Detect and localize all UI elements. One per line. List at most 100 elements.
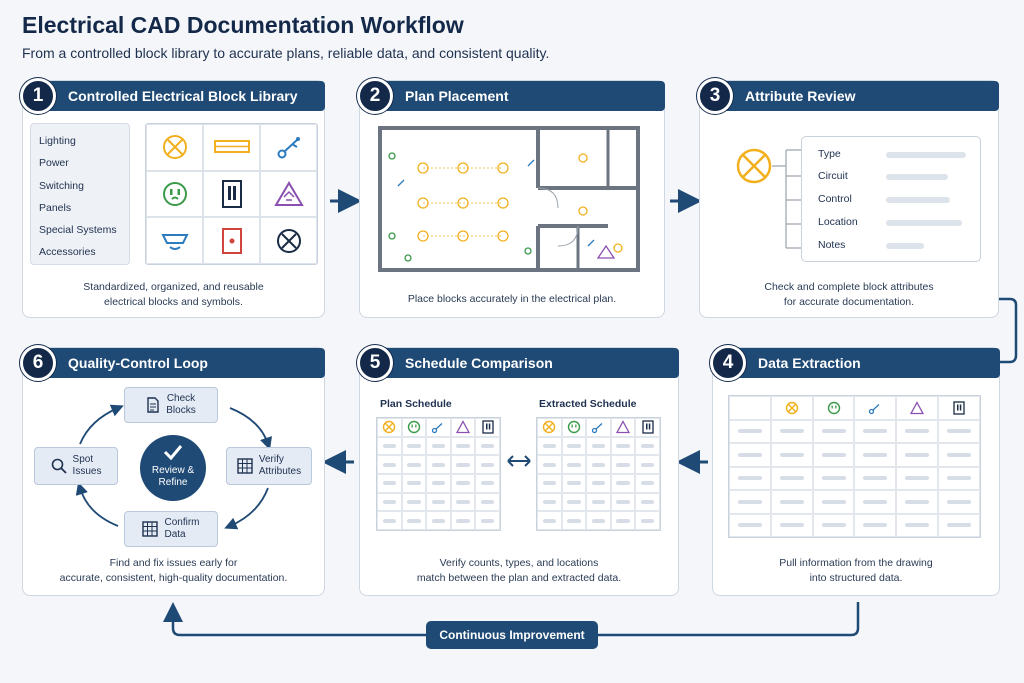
table-cell[interactable]	[426, 511, 451, 530]
table-cell[interactable]	[635, 473, 660, 493]
table-cell[interactable]	[537, 492, 562, 512]
table-cell[interactable]	[729, 443, 771, 467]
table-cell[interactable]	[537, 473, 562, 493]
category-item[interactable]: Power	[39, 157, 69, 170]
table-cell[interactable]	[812, 513, 855, 537]
table-cell[interactable]	[537, 455, 562, 474]
qc-verify-attributes[interactable]: Verify Attributes	[226, 447, 312, 485]
table-cell[interactable]	[586, 511, 611, 530]
table-cell[interactable]	[635, 455, 660, 474]
table-cell[interactable]	[854, 443, 897, 467]
symbol-cell[interactable]	[146, 170, 203, 218]
symbol-cell[interactable]	[260, 170, 317, 218]
attribute-value[interactable]	[886, 220, 962, 226]
table-cell[interactable]	[377, 492, 402, 512]
table-cell[interactable]	[938, 513, 980, 537]
table-cell[interactable]	[812, 490, 855, 514]
table-cell[interactable]	[729, 419, 771, 443]
table-cell[interactable]	[561, 473, 587, 493]
table-cell[interactable]	[610, 492, 636, 512]
table-cell[interactable]	[561, 436, 587, 456]
table-cell[interactable]	[610, 455, 636, 474]
table-cell[interactable]	[426, 492, 451, 512]
table-cell[interactable]	[938, 490, 980, 514]
table-cell[interactable]	[938, 419, 980, 443]
table-cell[interactable]	[610, 436, 636, 456]
symbol-cell[interactable]	[203, 170, 260, 218]
table-cell[interactable]	[377, 511, 402, 530]
table-cell[interactable]	[426, 436, 451, 456]
table-cell[interactable]	[537, 436, 562, 456]
table-cell[interactable]	[450, 455, 476, 474]
category-item[interactable]: Lighting	[39, 135, 76, 147]
table-cell[interactable]	[896, 419, 939, 443]
table-cell[interactable]	[401, 473, 427, 493]
table-cell[interactable]	[854, 466, 897, 490]
table-cell[interactable]	[401, 455, 427, 474]
symbol-cell[interactable]	[203, 217, 260, 264]
table-cell[interactable]	[770, 513, 813, 537]
table-cell[interactable]	[475, 511, 500, 530]
table-cell[interactable]	[770, 443, 813, 467]
table-cell[interactable]	[896, 490, 939, 514]
table-cell[interactable]	[426, 473, 451, 493]
table-cell[interactable]	[938, 443, 980, 467]
table-cell[interactable]	[450, 511, 476, 530]
table-cell[interactable]	[561, 511, 587, 530]
table-cell[interactable]	[635, 492, 660, 512]
table-cell[interactable]	[854, 490, 897, 514]
table-cell[interactable]	[770, 466, 813, 490]
table-cell[interactable]	[610, 511, 636, 530]
category-item[interactable]: Switching	[39, 179, 84, 192]
table-cell[interactable]	[896, 466, 939, 490]
table-cell[interactable]	[812, 419, 855, 443]
table-cell[interactable]	[426, 455, 451, 474]
table-cell[interactable]	[586, 436, 611, 456]
table-cell[interactable]	[812, 466, 855, 490]
category-item[interactable]: Panels	[39, 201, 72, 214]
table-cell[interactable]	[377, 455, 402, 474]
symbol-cell[interactable]	[260, 217, 317, 264]
table-cell[interactable]	[854, 513, 897, 537]
table-cell[interactable]	[729, 466, 771, 490]
table-cell[interactable]	[377, 473, 402, 493]
table-cell[interactable]	[475, 455, 500, 474]
attribute-value[interactable]	[886, 243, 924, 249]
table-cell[interactable]	[401, 511, 427, 530]
qc-review-refine[interactable]: Review & Refine	[140, 435, 206, 501]
table-cell[interactable]	[635, 511, 660, 530]
symbol-cell[interactable]	[203, 124, 260, 171]
table-cell[interactable]	[586, 492, 611, 512]
table-cell[interactable]	[635, 436, 660, 456]
table-cell[interactable]	[561, 455, 587, 474]
table-cell[interactable]	[450, 473, 476, 493]
table-cell[interactable]	[610, 473, 636, 493]
table-cell[interactable]	[475, 473, 500, 493]
table-cell[interactable]	[938, 466, 980, 490]
table-cell[interactable]	[586, 455, 611, 474]
attribute-value[interactable]	[886, 152, 966, 158]
table-cell[interactable]	[770, 419, 813, 443]
table-cell[interactable]	[729, 490, 771, 514]
qc-spot-issues[interactable]: Spot Issues	[34, 447, 118, 485]
table-cell[interactable]	[854, 419, 897, 443]
symbol-cell[interactable]	[146, 217, 203, 264]
table-cell[interactable]	[377, 436, 402, 456]
table-cell[interactable]	[401, 436, 427, 456]
table-cell[interactable]	[450, 492, 476, 512]
symbol-cell[interactable]	[146, 124, 203, 171]
attribute-value[interactable]	[886, 174, 948, 180]
table-cell[interactable]	[537, 511, 562, 530]
table-cell[interactable]	[475, 492, 500, 512]
table-cell[interactable]	[770, 490, 813, 514]
table-cell[interactable]	[812, 443, 855, 467]
table-cell[interactable]	[475, 436, 500, 456]
qc-confirm-data[interactable]: Confirm Data	[124, 511, 218, 547]
table-cell[interactable]	[586, 473, 611, 493]
qc-check-blocks[interactable]: Check Blocks	[124, 387, 218, 423]
attribute-value[interactable]	[886, 197, 950, 203]
table-cell[interactable]	[561, 492, 587, 512]
category-item[interactable]: Accessories	[39, 246, 96, 259]
table-cell[interactable]	[896, 443, 939, 467]
table-cell[interactable]	[450, 436, 476, 456]
